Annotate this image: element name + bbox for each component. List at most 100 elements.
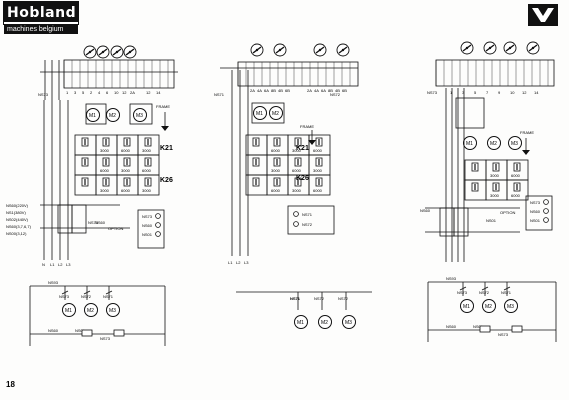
motor-label: M3 [507,304,514,310]
side-note: NS02(440V) [6,217,29,222]
indicator-lamp-icon [293,221,299,227]
switch-value: 6000 [292,168,302,173]
bottom-label: L2 [236,260,241,265]
selector-dial-icon [250,43,264,57]
switch-value: 3000 [121,168,131,173]
ladder-label: NS60 [446,324,457,329]
dial-hub [255,48,259,52]
bottom-label: L3 [66,262,71,267]
selector-dial-icon [110,45,124,59]
contactor-label: K21 [296,145,309,152]
dial-hub [128,50,132,54]
switch-cell [137,174,160,196]
dial-hub [341,48,345,52]
dial-hub [278,48,282,52]
frame-label: FRAME [156,104,170,109]
brand-logo: Hobland machines belgium [3,1,79,34]
motor-icon [487,136,501,150]
motor-icon [269,106,283,120]
motor-label: M1 [297,320,304,326]
option-label: OPTION [500,210,515,215]
motor-icon [106,303,120,317]
control-label: NS72 [302,222,313,227]
contact-symbol [481,286,489,291]
control-box [525,195,553,231]
ladder-label: NS73 [100,336,111,341]
terminal-number: 2A [250,88,255,93]
selector-dial-icon [460,41,474,55]
motor-icon [482,299,496,313]
brand-name: Hobland [3,1,79,25]
selector-dial-icon [526,41,540,55]
terminal-block [237,61,359,87]
control-box [287,205,335,235]
dial-hub [88,50,92,54]
bottom-label: N [42,262,45,267]
motor-label: M2 [109,113,116,119]
motor-label: M1 [256,111,263,117]
side-note: NS60 [420,208,431,213]
switch-value: 3000 [142,188,152,193]
contact-symbol [61,290,69,295]
dial-hub [115,50,119,54]
motor-label: M1 [65,308,72,314]
terminal-number: 7 [486,90,489,95]
terminal-number: 1 [450,90,453,95]
selector-dial-icon [313,43,327,57]
motor-label: M3 [136,113,143,119]
motor-frame [85,103,107,125]
terminal-number: 5 [82,90,85,95]
motor-icon [62,303,76,317]
ground-icon [522,150,530,155]
terminal-number: 10 [114,90,119,95]
ladder-label: NS72 [479,290,490,295]
terminal-number: 2A [307,88,312,93]
terminal-number: 9 [498,90,501,95]
motor-icon [86,108,100,122]
ns-label: NS73 [427,90,438,95]
terminal-number: 12 [146,90,151,95]
terminal-number: 4B [278,88,283,93]
ns-label: NS72 [330,92,341,97]
coil-icon [479,325,491,333]
contact-symbol [83,290,91,295]
terminal-number: 4A [257,88,262,93]
motor-label: M2 [87,308,94,314]
switch-value: 3000 [292,188,302,193]
ladder-label: NS71 [501,290,512,295]
motor-label: M3 [109,308,116,314]
motor-icon [508,136,522,150]
terminal-number: 2A [130,90,135,95]
selector-dial-icon [83,45,97,59]
terminal-block [63,59,175,89]
terminal-number: 5 [474,90,477,95]
motor-frame [129,103,153,125]
motor-frame [455,97,485,129]
switch-value: 6000 [511,173,521,178]
terminal-number: 14 [156,90,161,95]
motor-icon [133,108,147,122]
control-label: NS60 [142,223,153,228]
ladder-label: NS93 [48,280,59,285]
control-label: NS01 [530,218,541,223]
bottom-label: L2 [58,262,63,267]
ladder-label: NS73 [59,294,70,299]
terminal-number: 4B [335,88,340,93]
switch-value: 6000 [271,148,281,153]
terminal-number: 6B [285,88,290,93]
switch-value: 3000 [142,148,152,153]
control-box [137,209,165,249]
motor-icon [342,315,356,329]
motor-label: M1 [463,304,470,310]
motor-icon [253,106,267,120]
control-label: NS60 [530,209,541,214]
motor-label: M3 [345,320,352,326]
terminal-number: 6A [264,88,269,93]
switch-value: 3000 [100,188,110,193]
control-label: NS73 [88,220,99,225]
dial-hub [488,46,492,50]
switch-value: 3000 [292,148,302,153]
selector-dial-icon [273,43,287,57]
bottom-label: L1 [228,260,233,265]
